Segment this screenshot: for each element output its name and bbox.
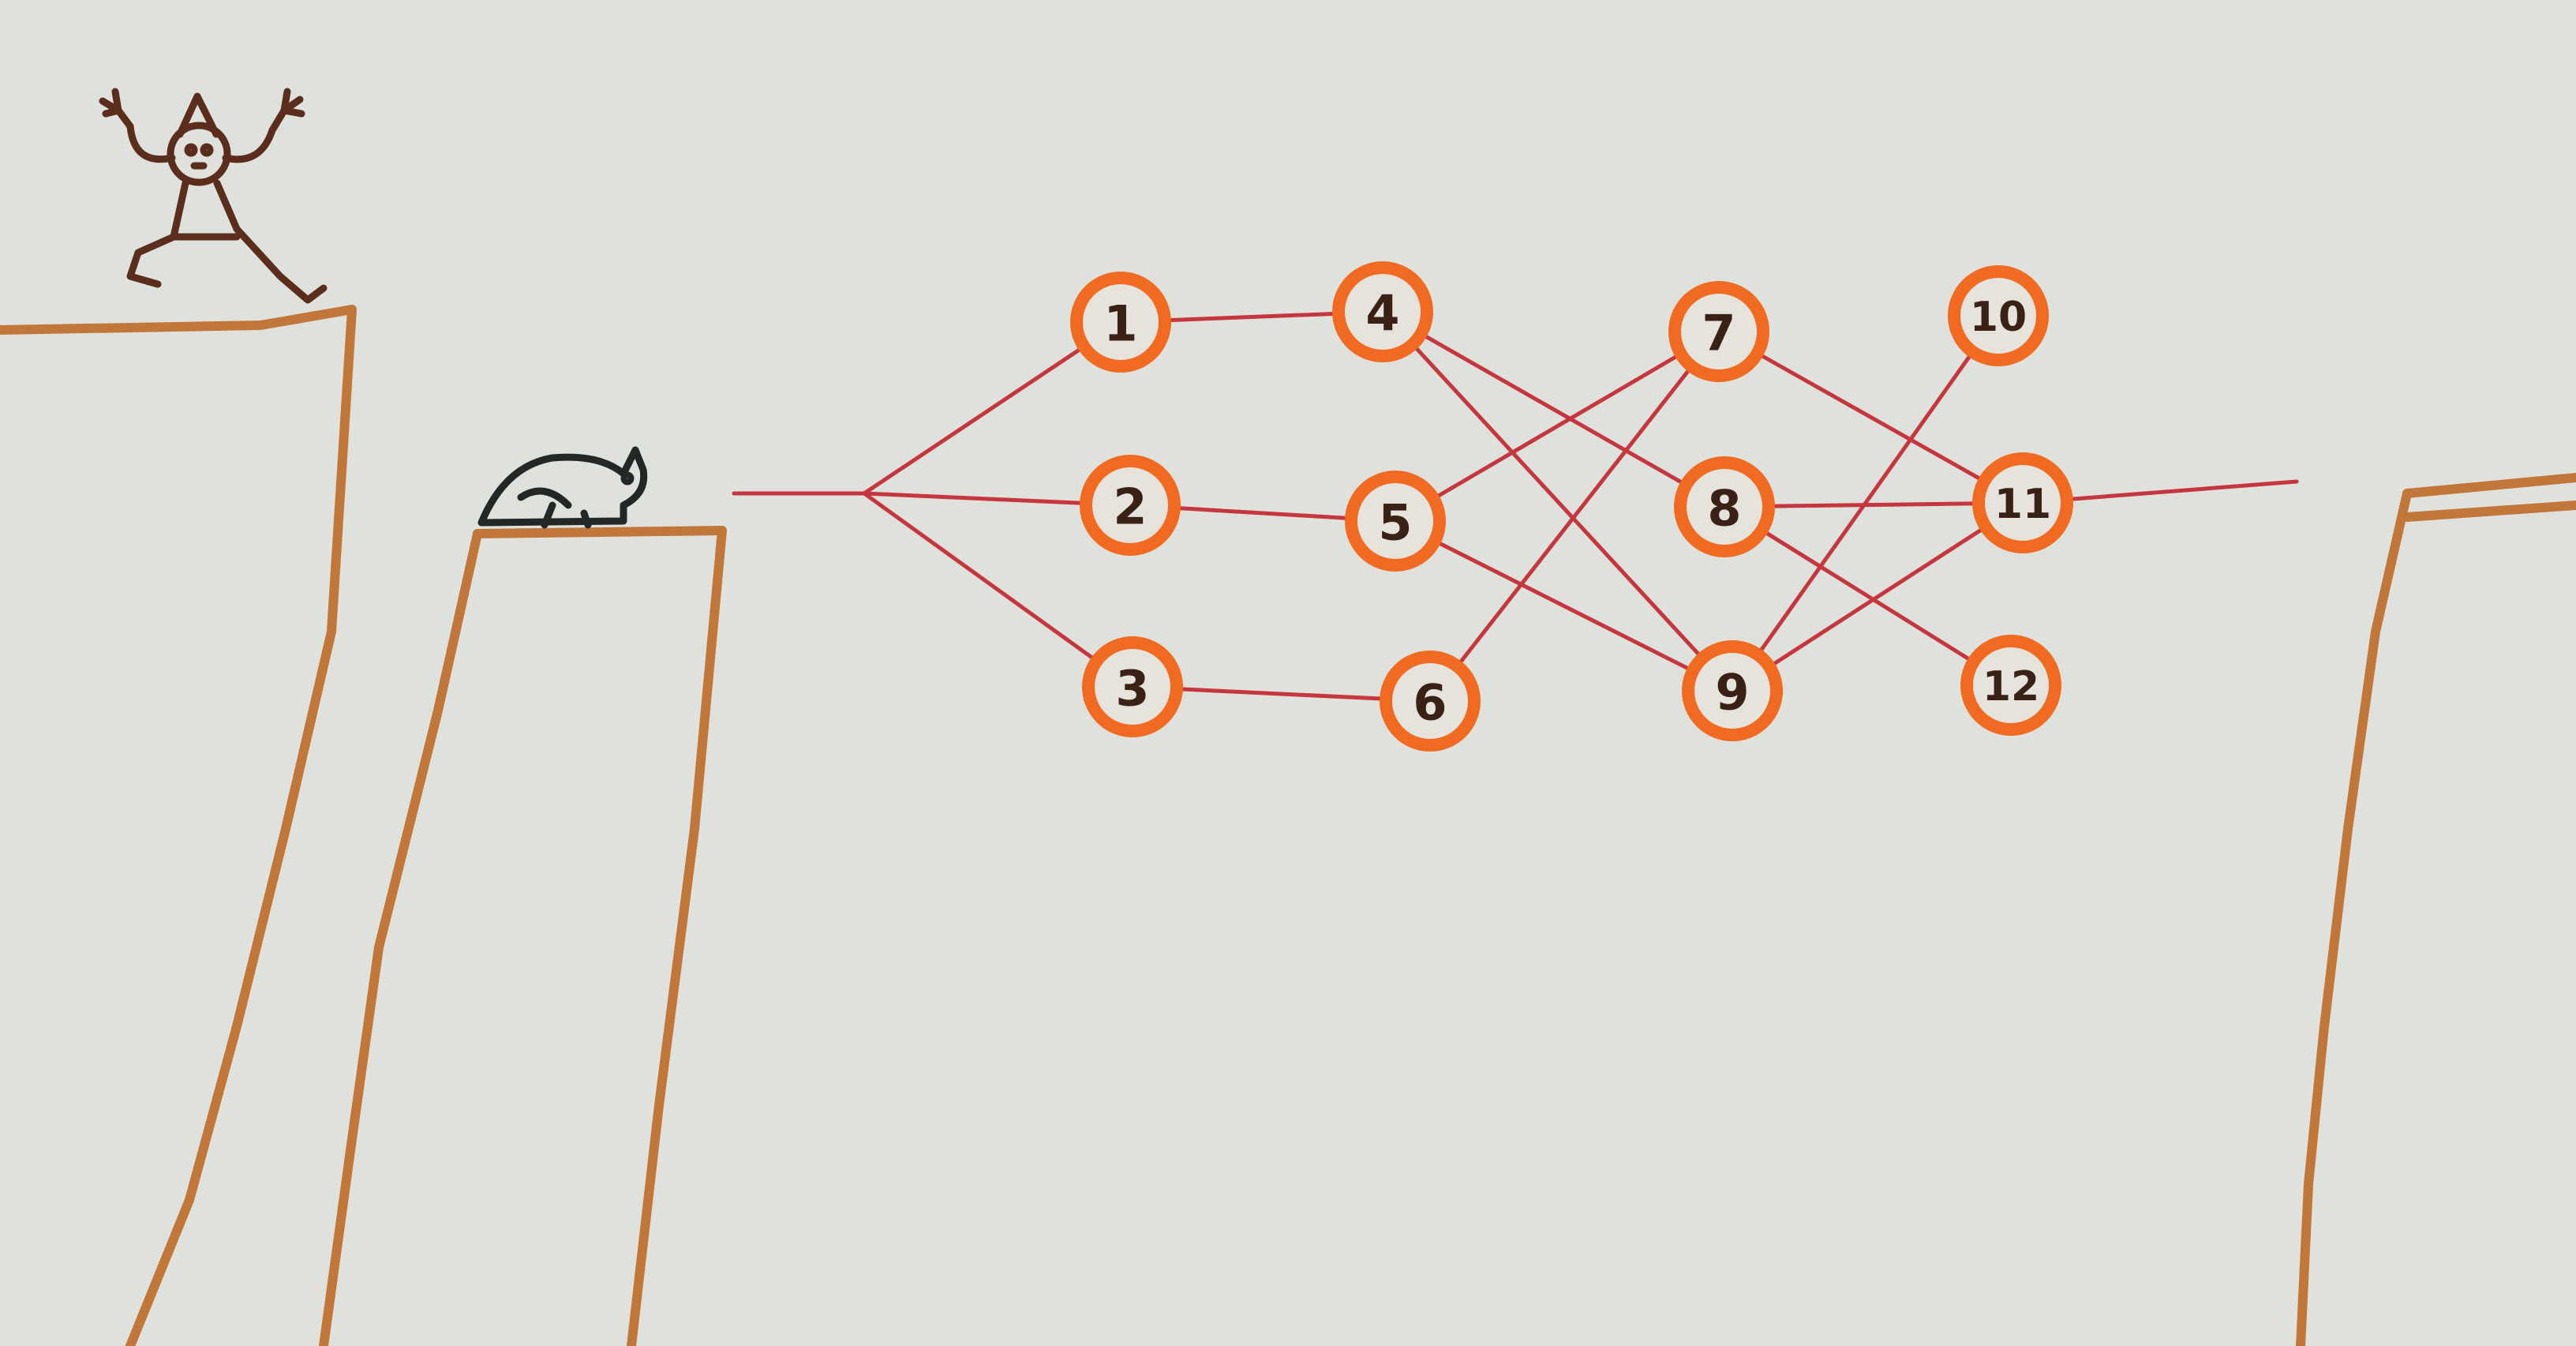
node-7: 7 — [1668, 281, 1769, 382]
node-circle — [1674, 456, 1775, 557]
node-10: 10 — [1948, 265, 2049, 366]
node-label: 5 — [1378, 494, 1412, 552]
node-label: 11 — [1994, 481, 2051, 528]
monkey-icon — [99, 88, 328, 304]
edge-7-11 — [1717, 329, 2025, 505]
node-label: 3 — [1115, 660, 1149, 718]
node-6: 6 — [1380, 651, 1481, 752]
edge-9-10 — [1730, 313, 2001, 693]
right-cliff-inner — [2402, 501, 2576, 522]
node-label: 6 — [1413, 674, 1447, 732]
edge-5-9 — [1393, 519, 1735, 693]
right-cliff-wall — [2296, 489, 2412, 1346]
node-circle — [1972, 452, 2073, 553]
node-label: 12 — [1983, 663, 2039, 710]
node-label: 2 — [1113, 478, 1147, 536]
node-circle — [1080, 455, 1181, 556]
right-cliff — [2402, 473, 2576, 498]
node-5: 5 — [1345, 471, 1446, 572]
node-circle — [1668, 281, 1769, 382]
node-3: 3 — [1082, 636, 1183, 737]
edge-in-3 — [862, 491, 1135, 689]
node-1: 1 — [1070, 272, 1171, 373]
cliffs — [0, 305, 2576, 1346]
node-label: 8 — [1707, 480, 1741, 538]
edge-4-9 — [1380, 309, 1735, 693]
middle-cliff — [473, 526, 727, 1346]
node-circle — [1332, 261, 1433, 362]
edge-in-1 — [862, 320, 1123, 496]
edge-9-11 — [1730, 501, 2025, 693]
node-circle — [1960, 635, 2061, 736]
node-label: 1 — [1103, 295, 1137, 353]
node-8: 8 — [1674, 456, 1775, 557]
node-label: 4 — [1365, 285, 1399, 343]
node-4: 4 — [1332, 261, 1433, 362]
middle-cliff-left-edge — [319, 529, 482, 1346]
left-tall-cliff — [0, 305, 357, 1346]
node-2: 2 — [1080, 455, 1181, 556]
node-9: 9 — [1682, 640, 1783, 741]
bridge-edges — [732, 309, 2299, 703]
node-circle — [1682, 640, 1783, 741]
node-label: 10 — [1970, 294, 2027, 341]
edge-4-8 — [1380, 309, 1727, 509]
node-circle — [1948, 265, 2049, 366]
node-label: 9 — [1715, 664, 1749, 722]
node-circle — [1070, 272, 1171, 373]
edge-5-7 — [1393, 329, 1721, 523]
node-label: 7 — [1702, 305, 1735, 362]
node-12: 12 — [1960, 635, 2061, 736]
edge-6-7 — [1428, 329, 1721, 703]
node-circle — [1345, 471, 1446, 572]
node-circle — [1380, 651, 1481, 752]
node-11: 11 — [1972, 452, 2073, 553]
node-circle — [1082, 636, 1183, 737]
mouse-icon — [477, 446, 648, 529]
edge-8-12 — [1722, 504, 2013, 688]
